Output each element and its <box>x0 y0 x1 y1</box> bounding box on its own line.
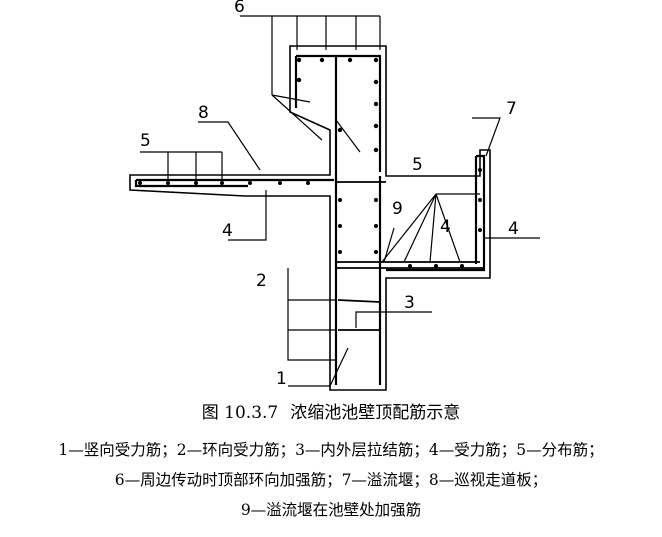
callout-9: 9 <box>392 199 403 219</box>
figure-number: 图 10.3.7 <box>201 403 279 423</box>
leader-7 <box>472 117 501 157</box>
concrete-outline <box>129 45 491 391</box>
weir-rebar <box>386 154 486 272</box>
leader-1 <box>288 347 349 387</box>
callout-2: 2 <box>256 271 267 291</box>
figure-caption: 图 10.3.7 浓缩池池壁顶配筋示意 <box>0 398 662 423</box>
reinforcement-drawing: 6 8 5 4 7 5 9 4 4 2 3 1 <box>129 0 540 391</box>
callout-4-mid: 4 <box>440 217 451 237</box>
leader-5-left <box>140 151 223 180</box>
callout-5-right: 5 <box>412 155 423 175</box>
callout-7: 7 <box>506 99 517 119</box>
callout-4-left: 4 <box>222 221 233 241</box>
legend-line-3: 9—溢流堰在池壁处加强筋 <box>240 501 422 519</box>
leader-8 <box>198 121 261 171</box>
leader-3 <box>355 311 432 328</box>
legend-line-1: 1—竖向受力筋；2—环向受力筋；3—内外层拉结筋；4—受力筋；5—分布筋； <box>58 441 604 459</box>
leader-9 <box>383 227 395 263</box>
leader-6 <box>240 15 381 141</box>
figure-title: 浓缩池池壁顶配筋示意 <box>290 403 461 423</box>
leader-4-left <box>228 190 267 241</box>
callout-5-left: 5 <box>140 131 151 151</box>
parapet-rebar <box>294 54 382 176</box>
callout-1: 1 <box>276 369 287 389</box>
leader-6b <box>335 90 361 153</box>
callout-6: 6 <box>234 0 245 17</box>
callout-4-right: 4 <box>508 219 519 239</box>
callout-3: 3 <box>404 293 415 313</box>
legend-line-2: 6—周边传动时顶部环向加强筋；7—溢流堰；8—巡视走道板； <box>114 471 548 489</box>
callout-8: 8 <box>198 103 209 123</box>
rebar-dots <box>138 57 482 268</box>
leader-5-right <box>381 193 480 263</box>
leader-2 <box>287 268 336 361</box>
walkway-rebar <box>134 178 334 188</box>
